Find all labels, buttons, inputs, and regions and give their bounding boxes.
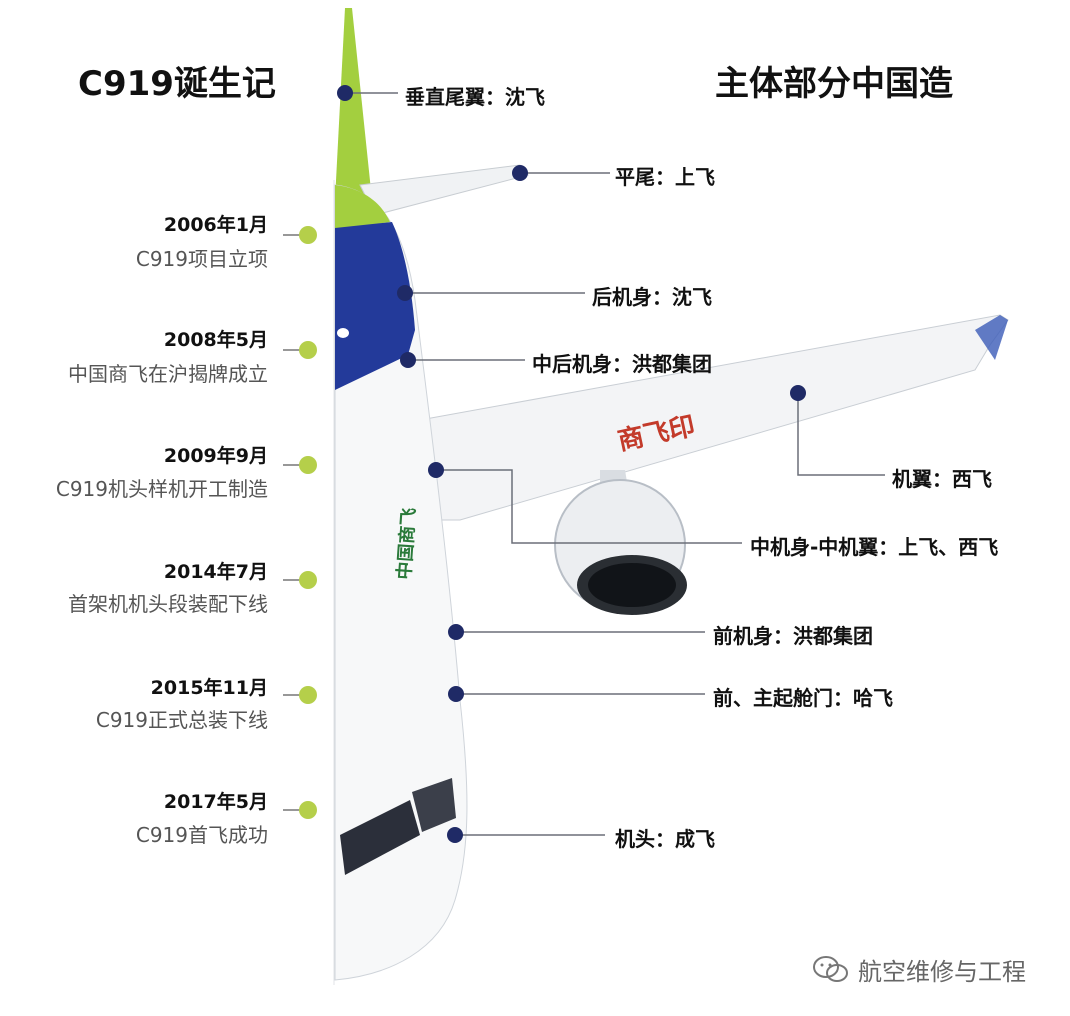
left-title: C919诞生记: [78, 56, 276, 105]
watermark: 航空维修与工程: [812, 952, 1026, 987]
watermark-text: 航空维修与工程: [858, 952, 1026, 987]
timeline-event-2: 中国商飞在沪揭牌成立: [0, 358, 268, 387]
dot-vertical-tail: [337, 85, 353, 101]
dot-forward-fuselage: [448, 624, 464, 640]
timeline-dot-3: [299, 456, 317, 474]
timeline-dot-4: [299, 571, 317, 589]
timeline-dot-6: [299, 801, 317, 819]
label-vertical-tail: 垂直尾翼：沈飞: [405, 81, 545, 110]
horizontal-stabilizer: [360, 165, 528, 215]
timeline-date-4: 2014年7月: [28, 557, 268, 584]
dot-center-fuselage: [428, 462, 444, 478]
timeline-event-4: 首架机机头段装配下线: [0, 588, 268, 617]
vertical-tail-fin: [335, 8, 372, 200]
label-nose: 机头：成飞: [615, 823, 715, 852]
timeline-date-5: 2015年11月: [28, 673, 268, 700]
label-gear-doors: 前、主起舱门：哈飞: [713, 682, 893, 711]
dot-mid-aft-fuselage: [400, 352, 416, 368]
timeline-event-5: C919正式总装下线: [0, 704, 268, 733]
dot-aft-fuselage: [397, 285, 413, 301]
right-title: 主体部分中国造: [715, 56, 953, 105]
timeline-dot-2: [299, 341, 317, 359]
timeline-event-6: C919首飞成功: [0, 819, 268, 848]
timeline-dot-1: [299, 226, 317, 244]
timeline-event-1: C919项目立项: [0, 243, 268, 272]
dot-horizontal-tail: [512, 165, 528, 181]
dot-nose: [447, 827, 463, 843]
label-aft-fuselage: 后机身：沈飞: [592, 281, 712, 310]
label-horizontal-tail: 平尾：上飞: [615, 161, 715, 190]
timeline-date-1: 2006年1月: [28, 210, 268, 237]
wechat-icon: [812, 955, 850, 985]
label-forward-fuselage: 前机身：洪都集团: [713, 620, 873, 649]
timeline-date-6: 2017年5月: [28, 787, 268, 814]
timeline-date-3: 2009年9月: [28, 441, 268, 468]
timeline-dot-5: [299, 686, 317, 704]
label-mid-aft-fuselage: 中后机身：洪都集团: [532, 348, 712, 377]
label-center-fuselage: 中机身-中机翼：上飞、西飞: [750, 531, 998, 560]
dot-wing: [790, 385, 806, 401]
dot-gear-doors: [448, 686, 464, 702]
timeline-event-3: C919机头样机开工制造: [0, 473, 268, 502]
timeline-date-2: 2008年5月: [28, 325, 268, 352]
label-wing: 机翼：西飞: [892, 463, 992, 492]
